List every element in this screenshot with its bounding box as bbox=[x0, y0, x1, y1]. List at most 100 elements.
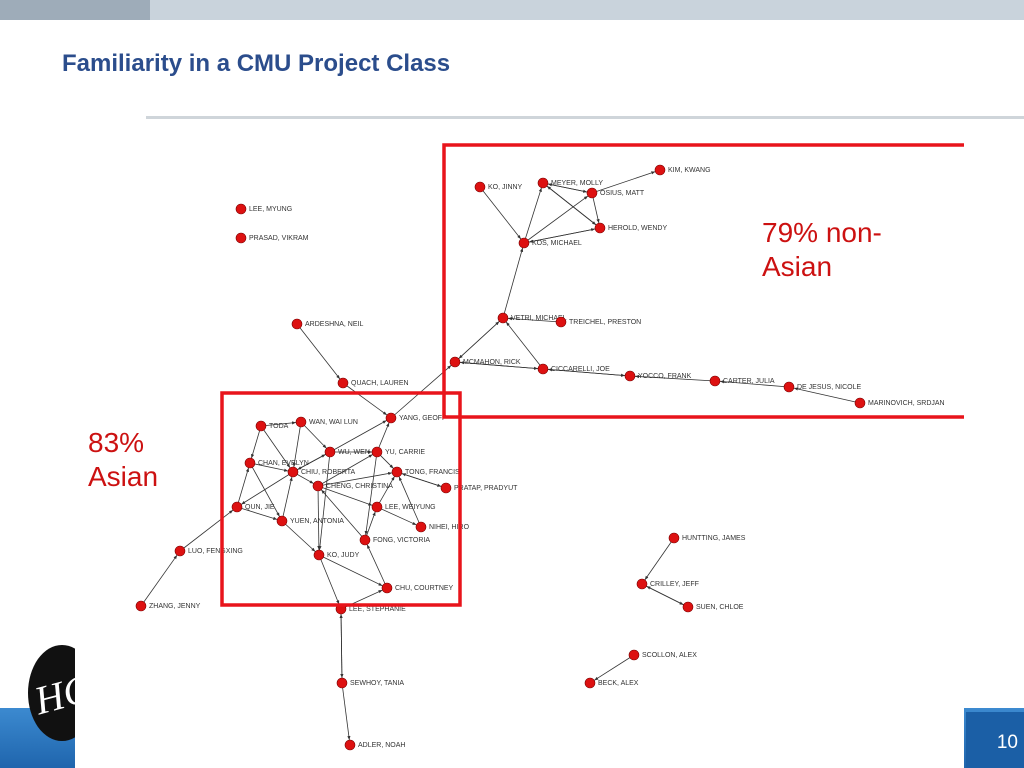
graph-node bbox=[668, 532, 680, 544]
graph-edge bbox=[236, 506, 278, 520]
graph-edge bbox=[398, 476, 422, 528]
graph-edge bbox=[523, 187, 542, 244]
graph-edge bbox=[241, 471, 294, 505]
graph-node-label: LEE, MYUNG bbox=[249, 206, 292, 213]
graph-node bbox=[235, 203, 247, 215]
graph-edge bbox=[366, 544, 388, 589]
graph-node-label: MARINOVICH, SRDJAN bbox=[868, 400, 945, 407]
page-number-box: 10 bbox=[966, 712, 1024, 768]
graph-edge bbox=[140, 554, 178, 607]
graph-node bbox=[682, 601, 694, 613]
graph-node-label: KOS, MICHAEL bbox=[532, 240, 582, 247]
graph-edge bbox=[281, 520, 316, 552]
graph-node-label: YUEN, ANTONIA bbox=[290, 518, 344, 525]
graph-edge bbox=[634, 374, 716, 382]
graph-node bbox=[584, 677, 596, 689]
graph-edge bbox=[454, 361, 539, 370]
graph-edge bbox=[719, 380, 790, 388]
graph-node bbox=[174, 545, 186, 557]
graph-node bbox=[783, 381, 795, 393]
graph-node-label: SEWHOY, TANIA bbox=[350, 680, 404, 687]
graph-edge bbox=[339, 613, 343, 684]
graph-node-label: KIM, KWANG bbox=[668, 167, 711, 174]
graph-node-label: CRILLEY, JEFF bbox=[650, 581, 699, 588]
graph-edge bbox=[296, 323, 341, 380]
graph-node-label: MEYER, MOLLY bbox=[551, 180, 603, 187]
graph-edge bbox=[292, 454, 326, 473]
graph-node bbox=[371, 446, 383, 458]
graph-node-label: LEE, WEIYUNG bbox=[385, 504, 436, 511]
graph-node-label: SUEN, CHLOE bbox=[696, 604, 744, 611]
graph-node-label: VETRI, MICHAEL bbox=[511, 315, 567, 322]
graph-node bbox=[594, 222, 606, 234]
non-asian-cluster-box bbox=[442, 143, 964, 419]
graph-node bbox=[555, 316, 567, 328]
graph-node bbox=[231, 501, 243, 513]
graph-node-label: CHIU, ROBERTA bbox=[301, 469, 356, 476]
graph-node-label: CARTER, JULIA bbox=[723, 378, 775, 385]
graph-node-label: CHENG, CHRISTINA bbox=[326, 483, 393, 490]
graph-node-label: PRATAP, PRADYUT bbox=[454, 485, 518, 492]
graph-node bbox=[324, 446, 336, 458]
graph-edges bbox=[140, 171, 861, 741]
graph-edge bbox=[318, 554, 383, 587]
graph-node-label: BECK, ALEX bbox=[598, 680, 639, 687]
graph-node bbox=[497, 312, 509, 324]
graph-edge bbox=[376, 476, 395, 508]
graph-node-label: TREICHEL, PRESTON bbox=[569, 319, 641, 326]
graph-edge bbox=[329, 420, 387, 453]
graph-node bbox=[235, 232, 247, 244]
graph-edge bbox=[594, 654, 635, 681]
graph-node-label: WAN, WAI LUN bbox=[309, 419, 358, 426]
asian-percentage-label: 83% Asian bbox=[88, 426, 188, 494]
graph-node-label: TODA bbox=[269, 423, 289, 430]
graph-node bbox=[385, 412, 397, 424]
graph-edge bbox=[644, 537, 675, 581]
top-banner-accent bbox=[0, 0, 150, 20]
graph-node-label: SCOLLON, ALEX bbox=[642, 652, 697, 659]
graph-node-label: LEE, STEPHANIE bbox=[349, 606, 406, 613]
graph-node-label: QUN, JIE bbox=[245, 504, 275, 511]
slide-title: Familiarity in a CMU Project Class bbox=[62, 50, 451, 77]
graph-edge bbox=[249, 462, 289, 472]
graph-node-label: HEROLD, WENDY bbox=[608, 225, 667, 232]
graph-node bbox=[449, 356, 461, 368]
graph-node-label: ZHANG, JENNY bbox=[149, 603, 201, 610]
graph-node-label: YANG, GEOFF bbox=[399, 415, 446, 422]
graph-edge bbox=[502, 247, 524, 319]
graph-node bbox=[312, 480, 324, 492]
graph-edge bbox=[401, 473, 447, 489]
graph-node-label: TONG, FRANCIS bbox=[405, 469, 460, 476]
non-asian-percentage-label: 79% non-Asian bbox=[762, 217, 882, 282]
graph-node-label: ARDESHNA, NEIL bbox=[305, 321, 363, 328]
graph-edge bbox=[793, 387, 861, 404]
graph-edge bbox=[260, 425, 291, 469]
graph-edge bbox=[318, 554, 340, 605]
graph-node-label: CICCARELLI, JOE bbox=[551, 366, 610, 373]
graph-edge bbox=[260, 421, 297, 427]
graph-edge bbox=[507, 317, 562, 323]
top-banner bbox=[0, 0, 1024, 20]
graph-edge bbox=[523, 195, 589, 244]
graph-edge bbox=[547, 368, 631, 377]
graph-edge bbox=[342, 382, 388, 416]
graph-node bbox=[371, 501, 383, 513]
graph-node-label: LUO, FENGXING bbox=[188, 548, 243, 555]
graph-edge bbox=[320, 489, 366, 541]
graph-node-label: KO, JINNY bbox=[488, 184, 523, 191]
graph-edge bbox=[364, 451, 378, 536]
graph-node bbox=[287, 466, 299, 478]
graph-node bbox=[344, 739, 356, 751]
graph-node bbox=[474, 181, 486, 193]
graph-edge bbox=[317, 454, 373, 487]
graph-node bbox=[255, 420, 267, 432]
graph-node bbox=[381, 582, 393, 594]
graph-edge bbox=[505, 321, 544, 370]
graph-node-label: DE JESUS, NICOLE bbox=[797, 384, 862, 391]
graph-edge bbox=[292, 421, 302, 468]
asian-percentage-word: Asian bbox=[88, 461, 159, 492]
graph-node-label: CHU, COURTNEY bbox=[395, 585, 454, 592]
graph-node-label: PRASAD, VIKRAM bbox=[249, 235, 309, 242]
